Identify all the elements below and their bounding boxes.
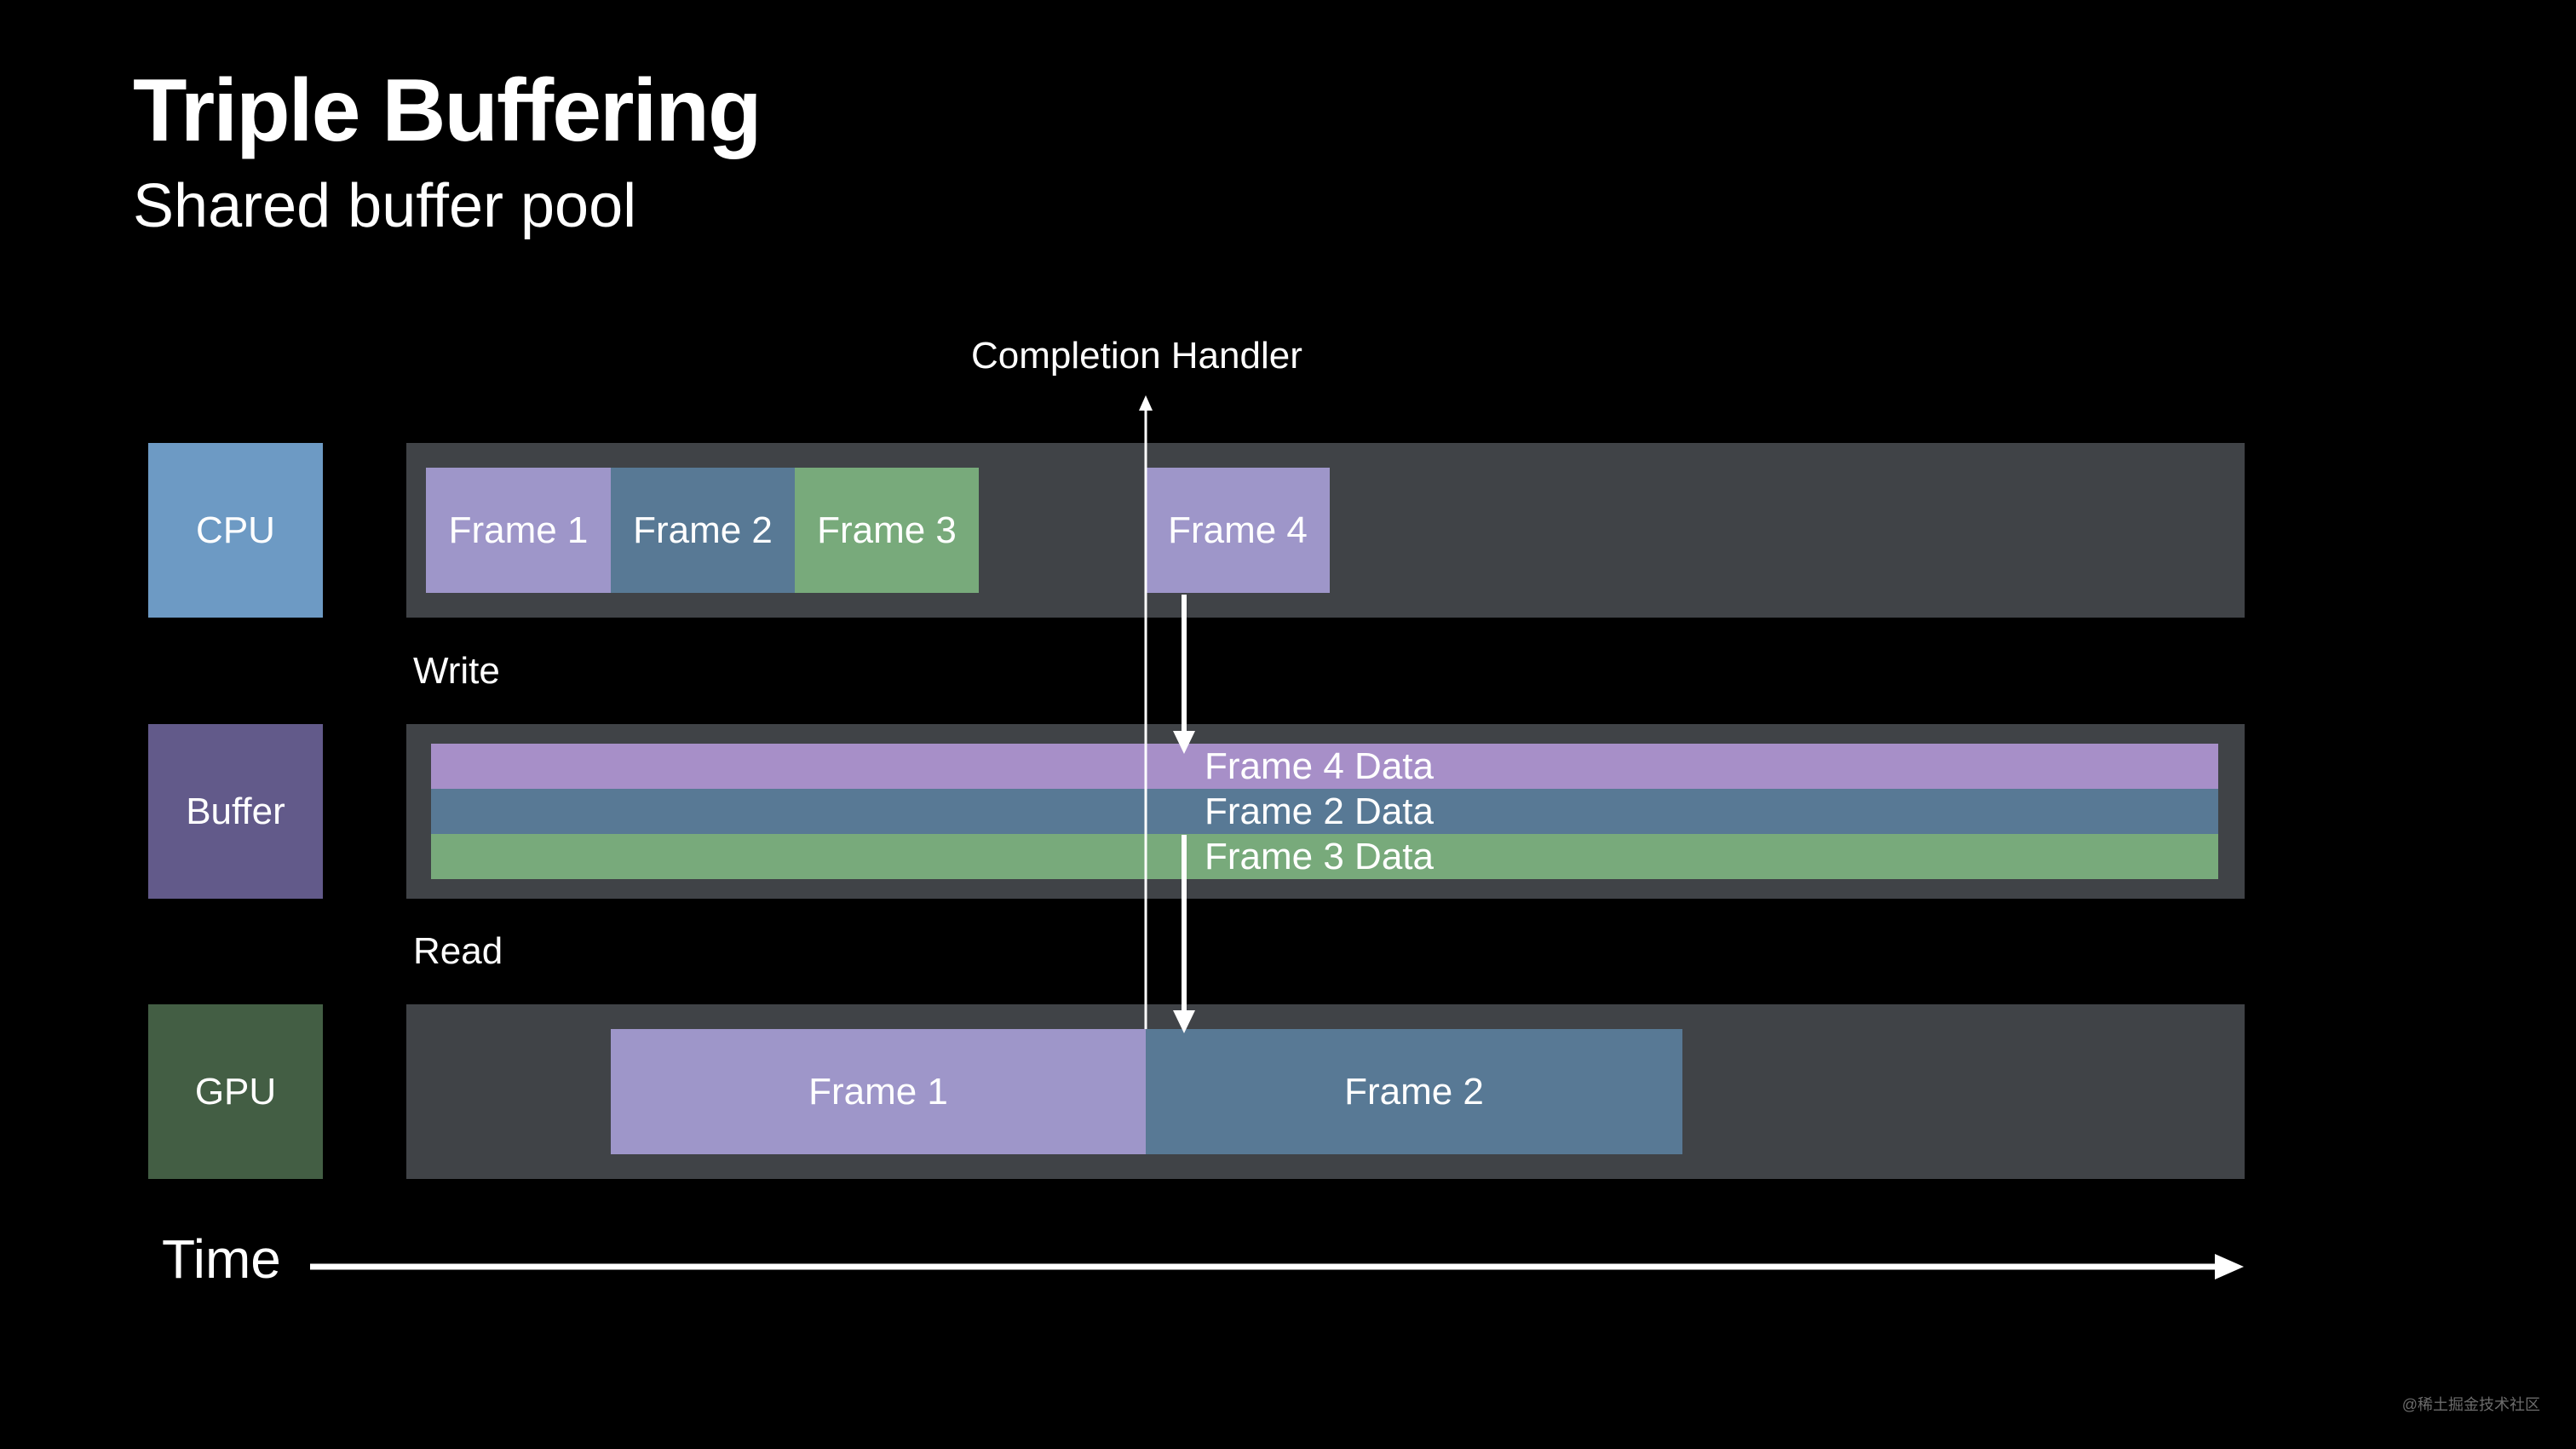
write-arrow: [1173, 595, 1195, 754]
time-axis-arrow: [310, 1254, 2244, 1279]
cpu-frame-4: Frame 4: [1146, 468, 1330, 593]
read-label: Read: [413, 930, 503, 972]
slide-title: Triple Buffering: [133, 61, 762, 160]
gpu-frame-2: Frame 2: [1146, 1029, 1682, 1154]
write-label: Write: [413, 650, 500, 692]
cpu-row-label: CPU: [148, 443, 323, 618]
completion-handler-arrow: [1139, 395, 1153, 1029]
read-arrow: [1173, 835, 1195, 1033]
gpu-row-label: GPU: [148, 1004, 323, 1179]
cpu-frame-3: Frame 3: [795, 468, 979, 593]
buffer-row-label: Buffer: [148, 724, 323, 899]
buffer-frame-2-data: Frame 2 Data: [431, 789, 2218, 834]
gpu-frame-1: Frame 1: [611, 1029, 1146, 1154]
cpu-frame-2: Frame 2: [611, 468, 795, 593]
time-label: Time: [162, 1228, 281, 1290]
slide-subtitle: Shared buffer pool: [133, 172, 637, 240]
cpu-frame-1: Frame 1: [426, 468, 611, 593]
buffer-frame-4-data: Frame 4 Data: [431, 744, 2218, 789]
completion-handler-label: Completion Handler: [971, 335, 1302, 377]
buffer-frame-3-data: Frame 3 Data: [431, 834, 2218, 879]
watermark-text: @稀土掘金技术社区: [2401, 1396, 2540, 1413]
